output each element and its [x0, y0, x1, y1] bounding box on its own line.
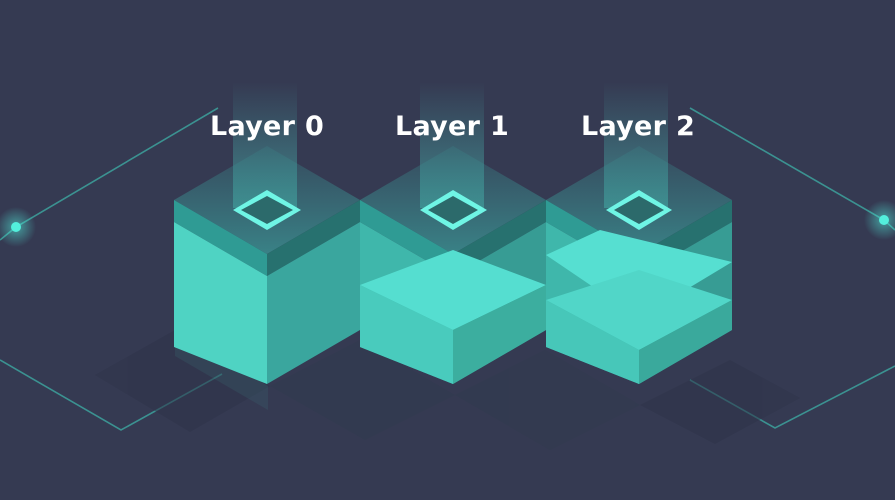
cube-layer-2 [546, 146, 732, 384]
layer-0-label: Layer 0 [209, 111, 325, 142]
layer-1-label: Layer 1 [394, 111, 510, 142]
cube-layer-1 [360, 146, 546, 384]
circuit-node-right [864, 200, 895, 240]
layer-2-label: Layer 2 [580, 111, 696, 142]
circuit-node-left [0, 207, 36, 247]
cube-layer-0 [174, 146, 360, 384]
